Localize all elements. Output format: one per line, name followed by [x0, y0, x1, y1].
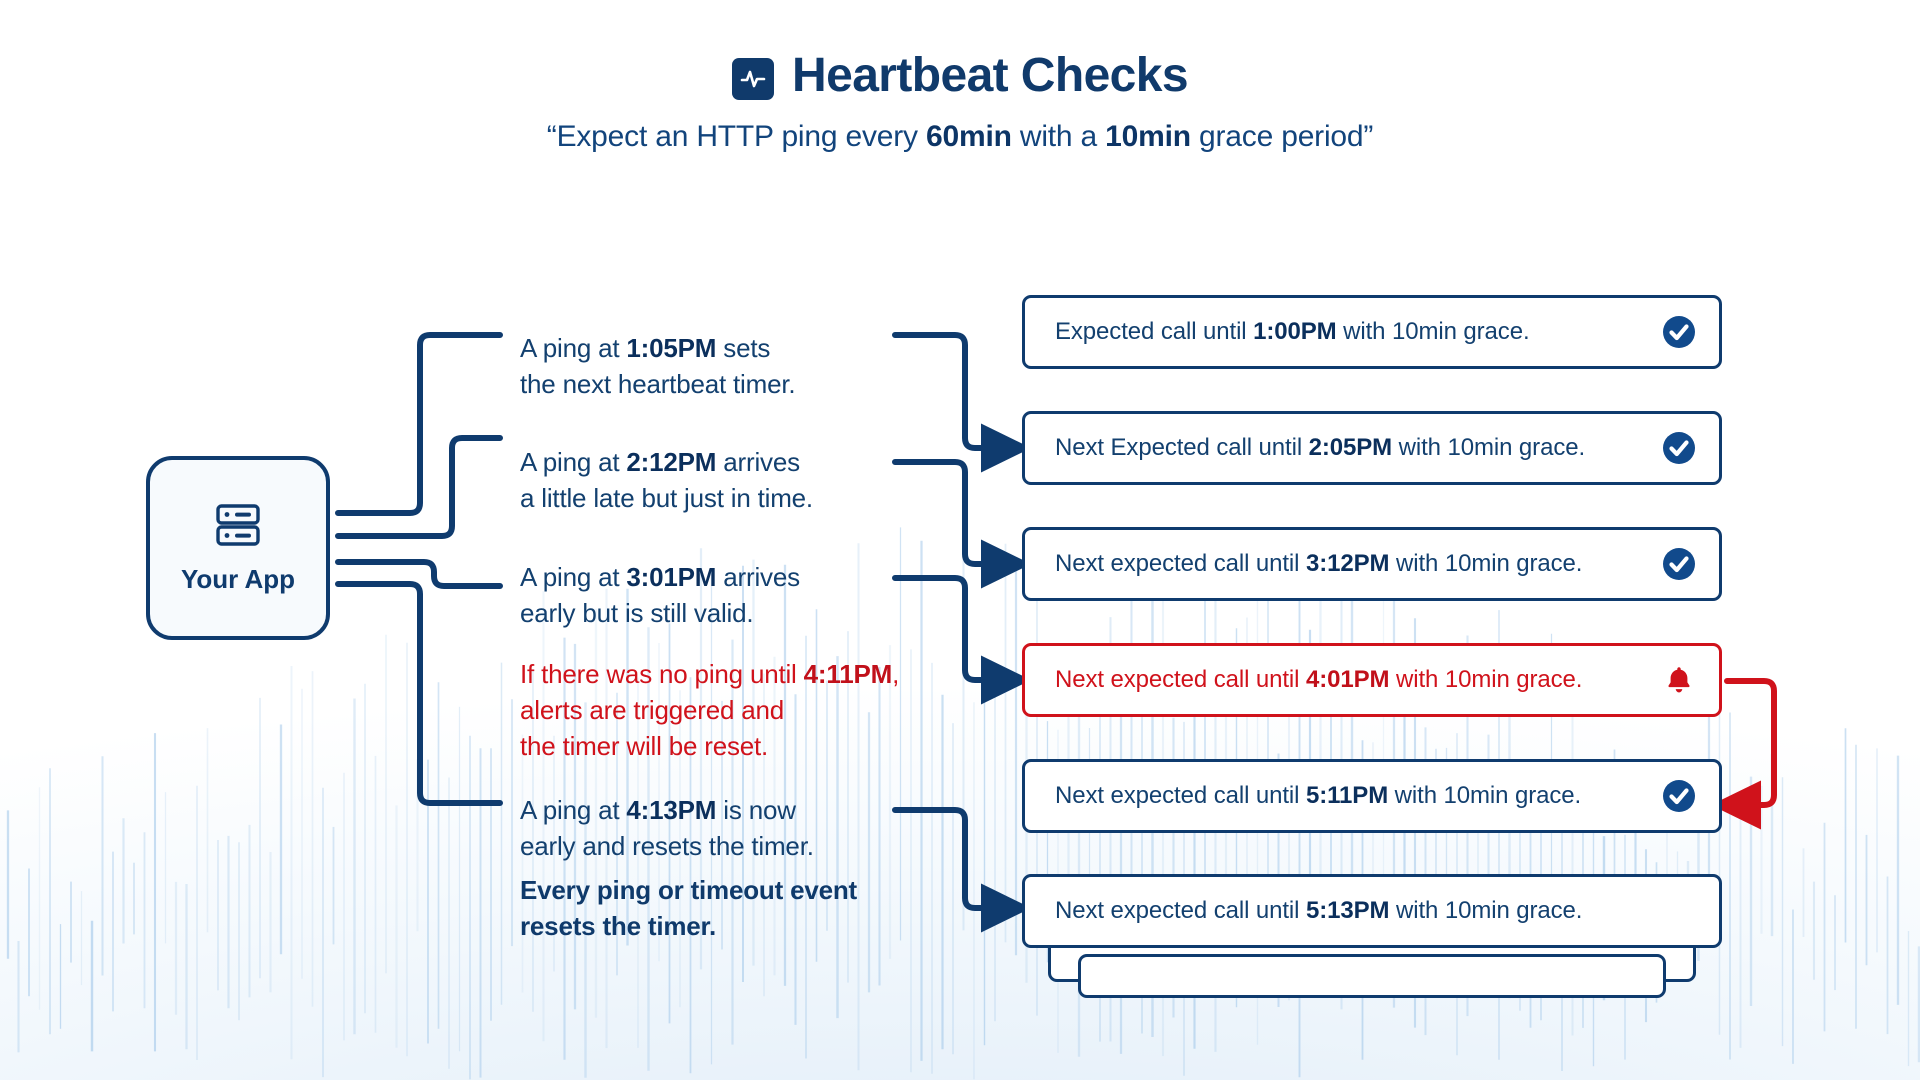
card-1-pre: Expected call until [1055, 318, 1254, 345]
status-card-5[interactable]: Next expected call until 5:11PM with 10m… [1022, 759, 1722, 833]
subtitle-prefix: “Expect an HTTP ping every [546, 120, 926, 153]
event-4-time: 4:11PM [803, 659, 893, 689]
status-card-4-alert[interactable]: Next expected call until 4:01PM with 10m… [1022, 643, 1722, 717]
card-1-post: with 10min grace. [1336, 318, 1530, 345]
your-app-node: Your App [146, 456, 330, 640]
heartbeat-pulse-icon [732, 57, 775, 100]
bell-icon [1661, 662, 1697, 698]
event-5-pre: A ping at [520, 795, 627, 825]
event-text-4-alert: If there was no ping until 4:11PM, alert… [520, 620, 899, 764]
event-2-pre: A ping at [520, 447, 627, 477]
event-4-pre: If there was no ping until [520, 659, 804, 689]
card-5-post: with 10min grace. [1388, 782, 1582, 809]
event-4-post: , alerts are triggered and the timer wil… [520, 659, 900, 761]
card-4-post: with 10min grace. [1389, 666, 1583, 693]
card-1-time: 1:00PM [1253, 318, 1337, 345]
card-2-post: with 10min grace. [1392, 434, 1586, 461]
card-3-time: 3:12PM [1305, 550, 1390, 577]
card-5-time: 5:11PM [1305, 782, 1389, 809]
event-1-pre: A ping at [520, 333, 627, 363]
status-card-6[interactable]: Next expected call until 5:13PM with 10m… [1022, 874, 1722, 948]
event-2-post: arrives a little late but just in time. [520, 447, 813, 513]
status-card-2-text: Next Expected call until 2:05PM with 10m… [1055, 434, 1661, 462]
check-circle-icon [1661, 778, 1697, 814]
status-card-1-text: Expected call until 1:00PM with 10min gr… [1055, 318, 1661, 346]
subtitle-middle: with a [1011, 120, 1106, 153]
event-2-time: 2:12PM [626, 447, 717, 477]
subtitle-suffix: grace period” [1190, 120, 1374, 153]
event-1-time: 1:05PM [626, 333, 717, 363]
subtitle-interval: 60min [926, 120, 1012, 153]
status-card-4-text: Next expected call until 4:01PM with 10m… [1055, 666, 1661, 694]
event-text-6-summary: Every ping or timeout event resets the t… [520, 875, 858, 941]
event-text-5: A ping at 4:13PM is now early and resets… [520, 756, 814, 864]
card-6-post: with 10min grace. [1389, 897, 1583, 924]
subtitle-grace: 10min [1105, 120, 1191, 153]
header: Heartbeat Checks “Expect an HTTP ping ev… [0, 0, 1920, 154]
event-1-post: sets the next heartbeat timer. [520, 333, 796, 399]
status-card-3-text: Next expected call until 3:12PM with 10m… [1055, 550, 1661, 578]
card-4-pre: Next expected call until [1055, 666, 1306, 693]
page-title: Heartbeat Checks [792, 49, 1189, 102]
status-card-6-text: Next expected call until 5:13PM with 10m… [1055, 897, 1697, 925]
title-row: Heartbeat Checks [0, 48, 1920, 103]
event-3-post: arrives early but is still valid. [520, 562, 800, 628]
card-3-post: with 10min grace. [1389, 550, 1583, 577]
check-circle-icon [1661, 430, 1697, 466]
check-circle-icon [1661, 314, 1697, 350]
your-app-label: Your App [180, 564, 296, 594]
check-circle-icon [1661, 546, 1697, 582]
event-3-time: 3:01PM [626, 562, 717, 592]
card-6-time: 5:13PM [1305, 897, 1390, 924]
event-text-2: A ping at 2:12PM arrives a little late b… [520, 408, 813, 516]
event-text-3: A ping at 3:01PM arrives early but is st… [520, 523, 800, 631]
card-6-pre: Next expected call until [1055, 897, 1306, 924]
card-3-pre: Next expected call until [1055, 550, 1306, 577]
event-text-1: A ping at 1:05PM sets the next heartbeat… [520, 294, 796, 402]
status-card-5-text: Next expected call until 5:11PM with 10m… [1055, 782, 1661, 810]
card-2-pre: Next Expected call until [1055, 434, 1309, 461]
card-5-pre: Next expected call until [1055, 782, 1306, 809]
event-5-post: is now early and resets the timer. [520, 795, 814, 861]
event-5-time: 4:13PM [626, 795, 717, 825]
ghost-card-2 [1078, 954, 1666, 998]
card-2-time: 2:05PM [1308, 434, 1393, 461]
page-subtitle: “Expect an HTTP ping every 60min with a … [0, 120, 1920, 154]
server-icon [211, 501, 265, 554]
card-4-time: 4:01PM [1305, 666, 1390, 693]
status-card-1[interactable]: Expected call until 1:00PM with 10min gr… [1022, 295, 1722, 369]
event-3-pre: A ping at [520, 562, 627, 592]
status-card-3[interactable]: Next expected call until 3:12PM with 10m… [1022, 527, 1722, 601]
status-card-2[interactable]: Next Expected call until 2:05PM with 10m… [1022, 411, 1722, 485]
